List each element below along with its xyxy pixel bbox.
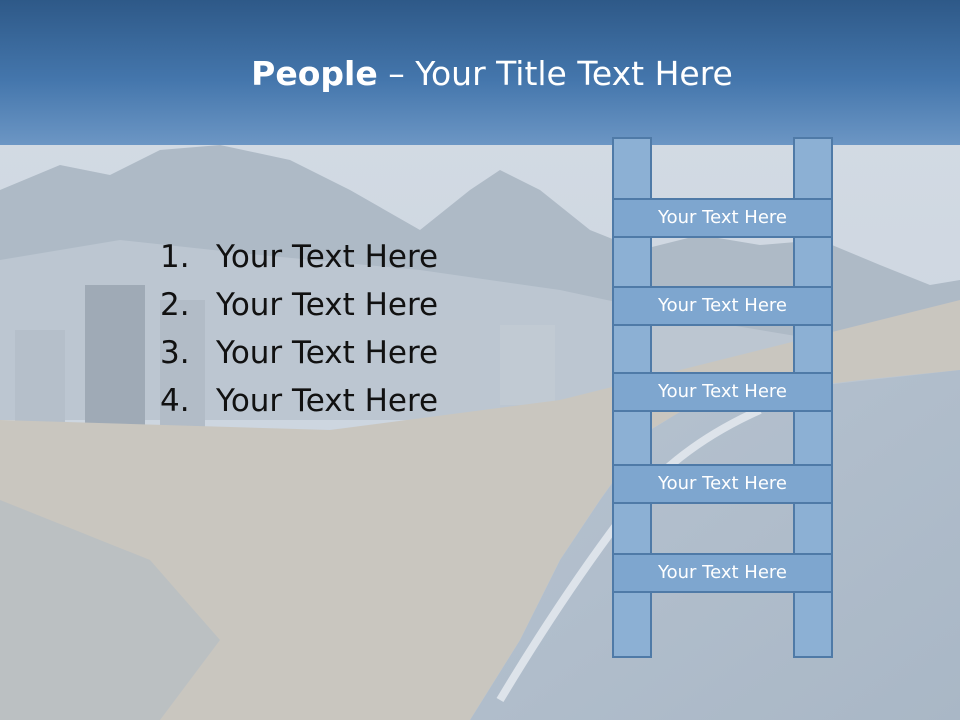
ladder-rung: Your Text Here <box>612 464 833 504</box>
ladder-rung: Your Text Here <box>612 553 833 593</box>
list-item: 2. Your Text Here <box>160 281 580 329</box>
title-bar <box>0 0 960 145</box>
list-number: 4. <box>160 383 190 419</box>
list-text: Your Text Here <box>216 335 439 371</box>
title-bold-word: People <box>251 54 378 93</box>
list-number: 2. <box>160 287 190 323</box>
ladder-rung: Your Text Here <box>612 372 833 412</box>
list-item: 4. Your Text Here <box>160 377 580 425</box>
list-text: Your Text Here <box>216 239 439 275</box>
list-item: 3. Your Text Here <box>160 329 580 377</box>
list-text: Your Text Here <box>216 383 439 419</box>
list-number: 3. <box>160 335 190 371</box>
list-number: 1. <box>160 239 190 275</box>
ladder-rung: Your Text Here <box>612 198 833 238</box>
ladder-rung: Your Text Here <box>612 286 833 326</box>
list-item: 1. Your Text Here <box>160 233 580 281</box>
list-text: Your Text Here <box>216 287 439 323</box>
numbered-list: 1. Your Text Here 2. Your Text Here 3. Y… <box>160 233 580 425</box>
title-rest: – Your Title Text Here <box>377 54 733 93</box>
slide-title: People – Your Title Text Here <box>0 52 960 96</box>
ladder-diagram: Your Text Here Your Text Here Your Text … <box>610 135 835 660</box>
